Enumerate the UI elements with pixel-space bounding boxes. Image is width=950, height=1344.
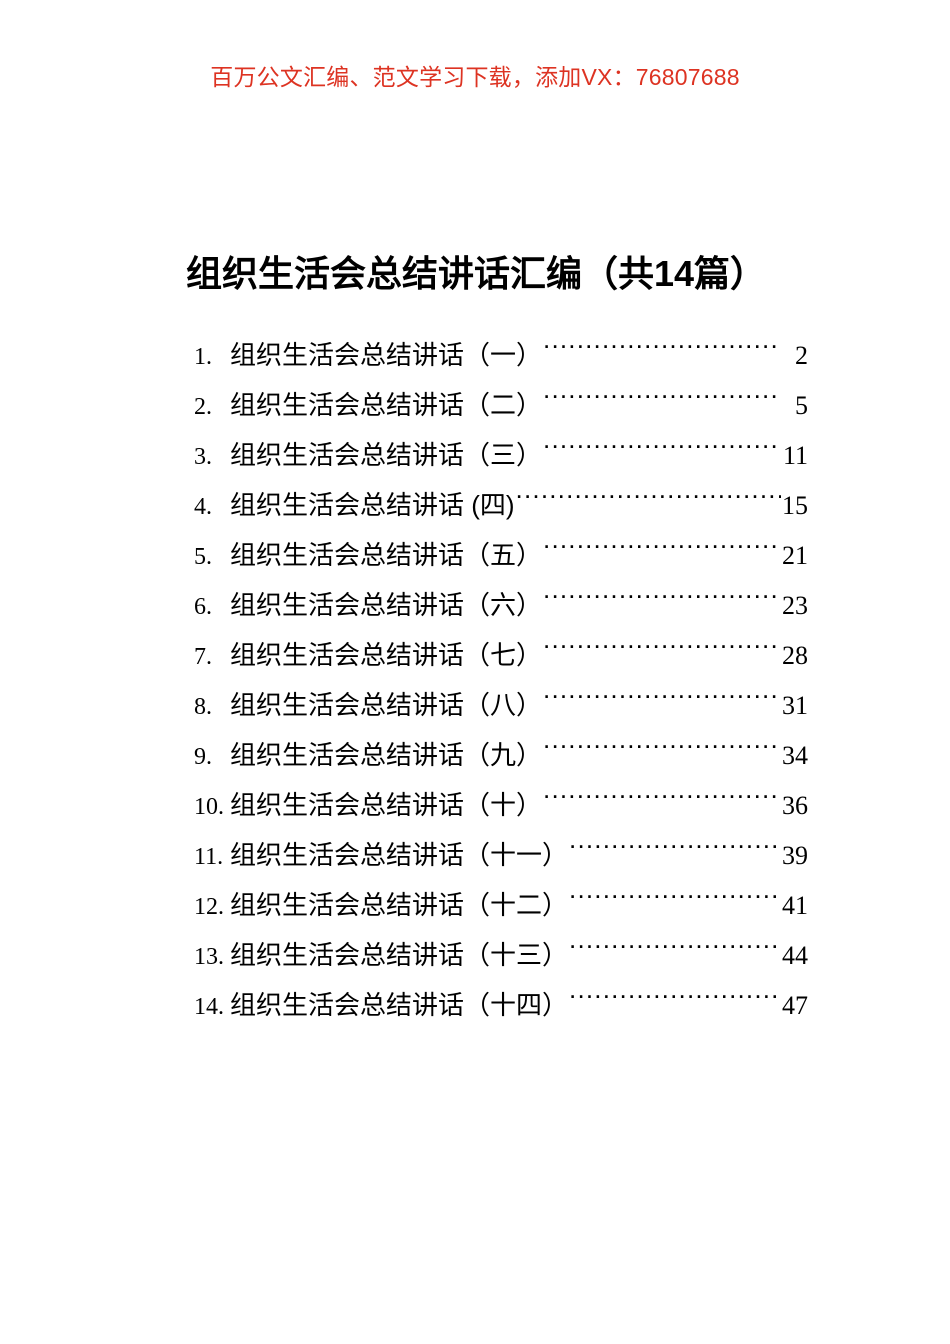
toc-leader-dots <box>543 738 781 764</box>
toc-entry-number: 1. <box>194 344 212 370</box>
toc-leader-dots <box>543 788 781 814</box>
toc-entry[interactable]: 11.组织生活会总结讲话（十一） 39 <box>194 830 808 880</box>
toc-entry-label: 组织生活会总结讲话（七） <box>230 640 543 670</box>
toc-entry-number: 7. <box>194 644 212 670</box>
toc-entry-page-number: 47 <box>782 991 808 1020</box>
toc-entry-label: 组织生活会总结讲话（五） <box>230 540 543 570</box>
toc-leader-dots <box>543 688 781 714</box>
toc-entry[interactable]: 13.组织生活会总结讲话（十三） 44 <box>194 930 808 980</box>
toc-leader-dots <box>543 638 781 664</box>
toc-leader-dots <box>543 438 781 464</box>
toc-entry[interactable]: 10.组织生活会总结讲话（十） 36 <box>194 780 808 830</box>
toc-entry-page-number: 39 <box>782 841 808 870</box>
toc-entry-label: 组织生活会总结讲话 (四) <box>230 490 515 520</box>
toc-entry-page-number: 28 <box>782 641 808 670</box>
toc-entry-number: 14. <box>194 994 224 1020</box>
toc-entry-page-number: 34 <box>782 741 808 770</box>
toc-entry-label: 组织生活会总结讲话（二） <box>230 390 543 420</box>
table-of-contents: 1. 组织生活会总结讲话（一） 2 2. 组织生活会总结讲话（二） 5 3. 组织生活会总结讲… <box>194 330 808 1030</box>
toc-entry-label: 组织生活会总结讲话（一） <box>230 340 543 370</box>
toc-leader-dots <box>543 388 781 414</box>
page-title: 组织生活会总结讲话汇编（共14篇） <box>186 253 767 295</box>
toc-entry-label: 组织生活会总结讲话（十） <box>230 790 543 820</box>
toc-entry-number: 13. <box>194 944 224 970</box>
toc-entry-label: 组织生活会总结讲话（十一） <box>230 840 569 870</box>
toc-entry-label: 组织生活会总结讲话（八） <box>230 690 543 720</box>
toc-entry[interactable]: 2. 组织生活会总结讲话（二） 5 <box>194 380 808 430</box>
toc-entry[interactable]: 6. 组织生活会总结讲话（六） 23 <box>194 580 808 630</box>
toc-entry-label: 组织生活会总结讲话（九） <box>230 740 543 770</box>
toc-leader-dots <box>569 888 781 914</box>
toc-entry[interactable]: 8. 组织生活会总结讲话（八） 31 <box>194 680 808 730</box>
toc-leader-dots <box>543 538 781 564</box>
toc-entry[interactable]: 5. 组织生活会总结讲话（五） 21 <box>194 530 808 580</box>
toc-entry-label: 组织生活会总结讲话（十二） <box>230 890 569 920</box>
toc-leader-dots <box>569 838 781 864</box>
toc-entry-page-number: 15 <box>782 491 808 520</box>
toc-entry-number: 10. <box>194 794 224 820</box>
toc-entry[interactable]: 14.组织生活会总结讲话（十四） 47 <box>194 980 808 1030</box>
toc-entry-page-number: 36 <box>782 791 808 820</box>
toc-entry[interactable]: 12.组织生活会总结讲话（十二） 41 <box>194 880 808 930</box>
toc-entry-page-number: 23 <box>782 591 808 620</box>
toc-entry-label: 组织生活会总结讲话（三） <box>230 440 543 470</box>
toc-entry-page-number: 2 <box>795 341 808 370</box>
toc-entry-number: 6. <box>194 594 212 620</box>
toc-entry-number: 4. <box>194 494 212 520</box>
toc-entry-page-number: 11 <box>782 441 808 470</box>
toc-leader-dots <box>569 938 781 964</box>
toc-entry-page-number: 21 <box>782 541 808 570</box>
toc-leader-dots <box>543 588 781 614</box>
toc-entry-number: 5. <box>194 544 212 570</box>
toc-entry-page-number: 5 <box>795 391 808 420</box>
toc-entry-page-number: 44 <box>782 941 808 970</box>
toc-leader-dots <box>516 488 781 514</box>
toc-entry[interactable]: 3. 组织生活会总结讲话（三） 11 <box>194 430 808 480</box>
toc-entry-number: 12. <box>194 894 224 920</box>
toc-entry[interactable]: 7. 组织生活会总结讲话（七） 28 <box>194 630 808 680</box>
toc-entry[interactable]: 4. 组织生活会总结讲话 (四) 15 <box>194 480 808 530</box>
toc-entry-label: 组织生活会总结讲话（十四） <box>230 990 569 1020</box>
toc-entry-label: 组织生活会总结讲话（六） <box>230 590 543 620</box>
toc-leader-dots <box>569 988 781 1014</box>
toc-entry-number: 9. <box>194 744 212 770</box>
toc-entry-number: 3. <box>194 444 212 470</box>
toc-entry-number: 11. <box>194 844 224 870</box>
toc-entry-page-number: 41 <box>782 891 808 920</box>
toc-entry[interactable]: 9. 组织生活会总结讲话（九） 34 <box>194 730 808 780</box>
toc-leader-dots <box>543 338 781 364</box>
toc-entry-label: 组织生活会总结讲话（十三） <box>230 940 569 970</box>
promo-watermark-text: 百万公文汇编、范文学习下载，添加VX：76807688 <box>210 64 740 90</box>
toc-entry-number: 2. <box>194 394 212 420</box>
toc-entry-page-number: 31 <box>782 691 808 720</box>
toc-entry[interactable]: 1. 组织生活会总结讲话（一） 2 <box>194 330 808 380</box>
toc-entry-number: 8. <box>194 694 212 720</box>
